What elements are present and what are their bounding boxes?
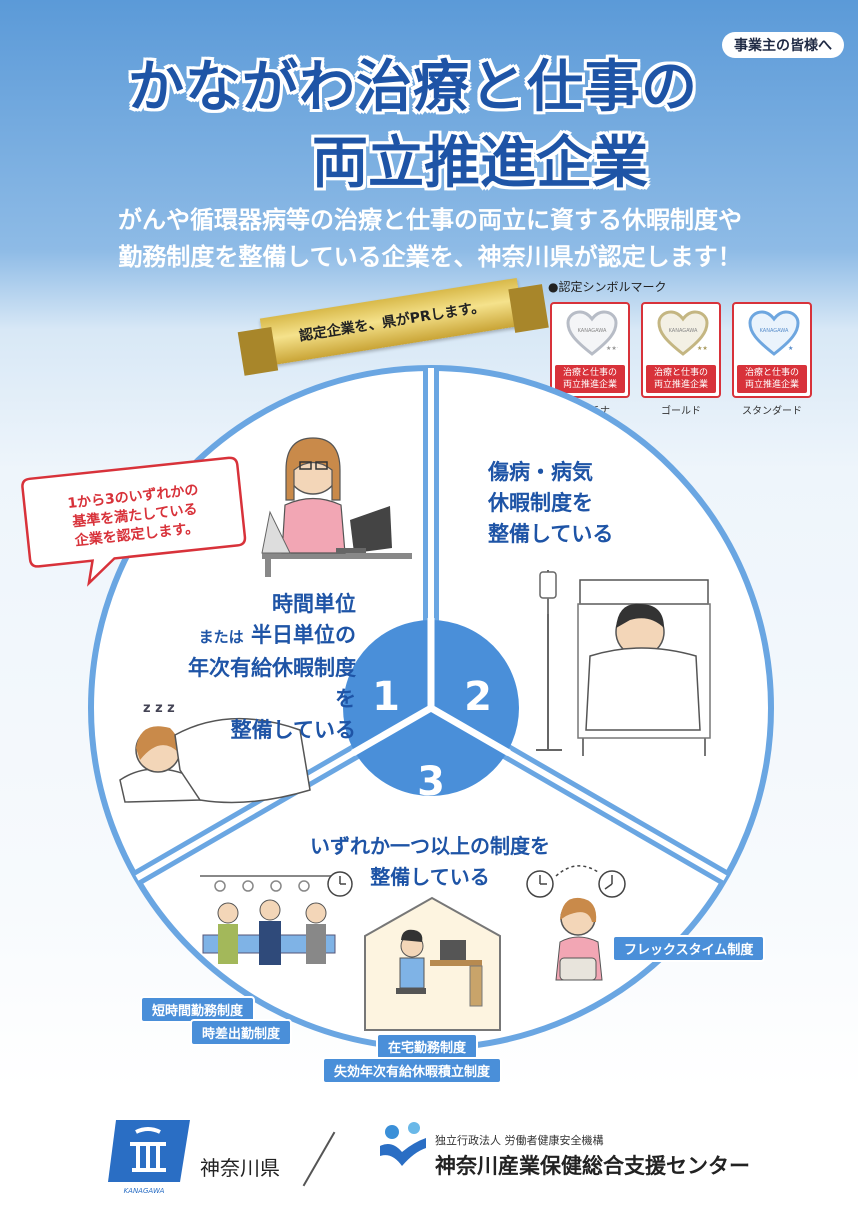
mark-caption-gold: ゴールド (661, 406, 701, 417)
center-divider-right (429, 704, 511, 757)
label-telework: 在宅勤務制度 (376, 1033, 479, 1060)
title-line-2: 両立推進企業 (312, 131, 648, 196)
criterion-2-line-2: 休暇制度を (488, 491, 593, 515)
criterion-2-text: 傷病・病気 休暇制度を 整備している (488, 457, 688, 550)
number-2: 2 (464, 674, 492, 720)
sleeping-person-illustration: z z z (119, 701, 311, 804)
mark-label-line-1: 治療と仕事の (653, 368, 708, 378)
label-short-hours: 短時間勤務制度 (140, 996, 256, 1023)
symbol-mark-platinum: KANAGAWA ★★★ 治療と仕事の 両立推進企業 (550, 302, 630, 398)
title-line-1: かながわ治療と仕事の (128, 55, 698, 120)
heart-icon: KANAGAWA ★★★ (566, 310, 618, 356)
criterion-1-half-day: 半日単位の (251, 623, 356, 647)
speech-bubble (21, 456, 247, 587)
org-parent-name: 独立行政法人 労働者健康安全機構 (435, 1134, 604, 1147)
lead-line-2: 勤務制度を整備している企業を、神奈川県が認定します！ (118, 243, 742, 271)
number-1: 1 (372, 674, 400, 720)
mark-brand: KANAGAWA (669, 328, 698, 334)
criterion-2-line-1: 傷病・病気 (488, 460, 593, 484)
mark-label: 治療と仕事の 両立推進企業 (737, 365, 807, 393)
criterion-3-line-1: いずれか一つ以上の制度を (310, 834, 550, 858)
symbol-mark-gold: KANAGAWA ★★ 治療と仕事の 両立推進企業 (641, 302, 721, 398)
criterion-2-line-3: 整備している (488, 522, 614, 546)
mark-brand: KANAGAWA (760, 328, 789, 334)
org-center-name: 神奈川産業保健総合支援センター (435, 1154, 750, 1178)
pref-name: 神奈川県 (200, 1156, 280, 1180)
criterion-1-line-1: 時間単位 (272, 592, 356, 616)
mark-stars: ★ (788, 345, 793, 352)
mark-label: 治療と仕事の 両立推進企業 (555, 365, 625, 393)
criterion-1-or: または (198, 628, 244, 646)
mark-caption-standard: スタンダード (742, 406, 802, 417)
criterion-1-line-4: 整備している (230, 718, 356, 742)
center-divider-left (351, 704, 433, 757)
mark-label-line-2: 両立推進企業 (744, 380, 799, 390)
footer: KANAGAWA (0, 1090, 858, 1214)
criterion-3-line-2: 整備している (370, 865, 490, 889)
patient-bed-illustration (536, 570, 711, 756)
label-staggered-hours: 時差出勤制度 (190, 1019, 293, 1046)
lead-line-1: がんや循環器病等の治療と仕事の両立に資する休暇制度や (118, 206, 742, 234)
criterion-1-text: 時間単位 または 半日単位の 年次有給休暇制度を 整備している (176, 589, 356, 746)
number-3: 3 (417, 759, 445, 805)
criterion-1-line-3: 年次有給休暇制度を (188, 656, 356, 711)
mark-label-line-2: 両立推進企業 (653, 380, 708, 390)
flextime-woman-illustration (526, 865, 626, 981)
mark-label-line-2: 両立推進企業 (562, 380, 617, 390)
label-flextime: フレックスタイム制度 (612, 935, 766, 962)
mark-stars: ★★★ (606, 345, 618, 352)
woman-laptop-illustration (261, 437, 412, 577)
home-office-illustration (364, 896, 501, 1031)
mark-label: 治療と仕事の 両立推進企業 (646, 365, 716, 393)
pref-logo-text: KANAGAWA (124, 1187, 165, 1195)
audience-tag: 事業主の皆様へ (722, 32, 844, 58)
kanagawa-pref-logo: KANAGAWA (108, 1120, 190, 1195)
center-logo-icon (380, 1122, 426, 1166)
criterion-1-line-2: または 半日単位の (176, 620, 356, 653)
symbol-marks-title: ●認定シンボルマーク (548, 280, 667, 294)
heart-icon: KANAGAWA ★★ (657, 310, 709, 356)
symbol-mark-standard: KANAGAWA ★ 治療と仕事の 両立推進企業 (732, 302, 812, 398)
criterion-3-text: いずれか一つ以上の制度を 整備している (280, 831, 580, 893)
mark-stars: ★★ (697, 345, 708, 352)
label-leave-accumulation: 失効年次有給休暇積立制度 (322, 1057, 503, 1084)
heart-icon: KANAGAWA ★ (748, 310, 800, 356)
train-commuters-illustration (200, 871, 353, 965)
mark-label-line-1: 治療と仕事の (562, 368, 617, 378)
mark-brand: KANAGAWA (578, 328, 607, 334)
mark-label-line-1: 治療と仕事の (744, 368, 799, 378)
sleep-zzz-icon: z z z (143, 701, 175, 716)
